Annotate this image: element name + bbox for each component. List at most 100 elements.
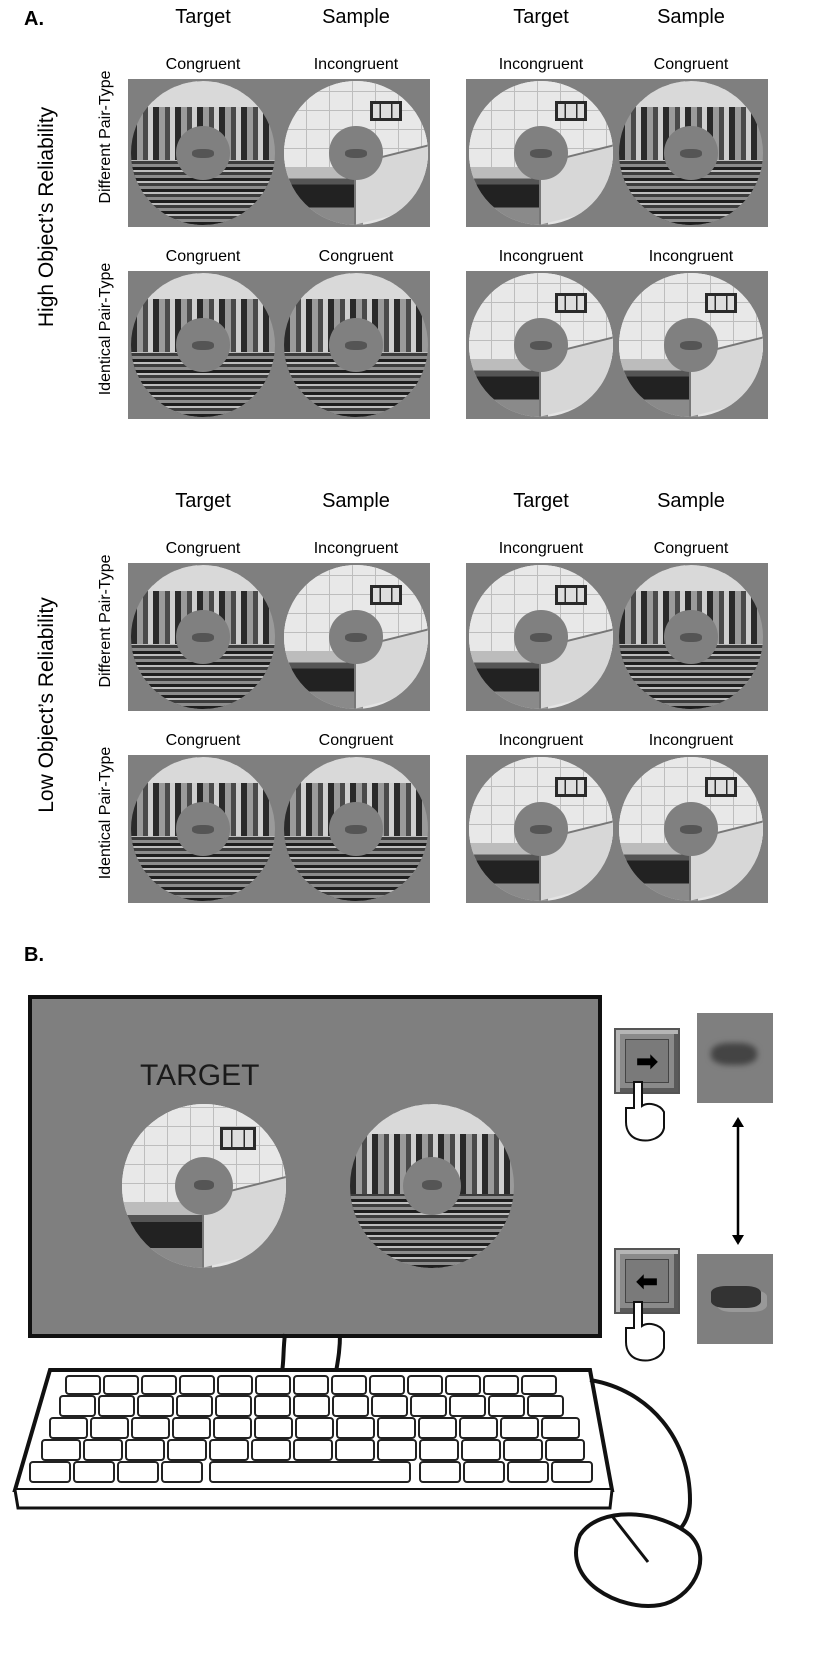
harbor-scene-disc (284, 757, 428, 901)
keyboard-key (296, 1418, 333, 1438)
keyboard-key (142, 1376, 176, 1394)
keyboard-key (446, 1376, 480, 1394)
keyboard-key (522, 1376, 556, 1394)
keyboard-key (138, 1396, 173, 1416)
keyboard-key (508, 1462, 548, 1482)
keyboard-key (552, 1462, 592, 1482)
condition-label: Incongruent (461, 732, 621, 750)
keyboard-key (450, 1396, 485, 1416)
keyboard-key (60, 1396, 95, 1416)
keyboard-key (501, 1418, 538, 1438)
pointing-hand-icon (620, 1298, 670, 1364)
keyboard-key (337, 1418, 374, 1438)
condition-label: Congruent (611, 56, 771, 74)
keyboard-key (84, 1440, 122, 1460)
keyboard-key (252, 1440, 290, 1460)
keyboard-key (42, 1440, 80, 1460)
condition-label: Incongruent (461, 56, 621, 74)
condition-label: Congruent (123, 732, 283, 750)
row-label: Identical Pair-Type (97, 239, 115, 419)
keyboard-keys (30, 1376, 592, 1482)
keyboard-key (333, 1396, 368, 1416)
keyboard-key (255, 1418, 292, 1438)
harbor-scene-disc (350, 1104, 514, 1268)
blurred-object-thumbnail (697, 1013, 773, 1103)
keyboard-key (50, 1418, 87, 1438)
group-label-low: Low Object’s Reliability (35, 545, 59, 865)
kitchen-scene-disc (619, 757, 763, 901)
keyboard-key (104, 1376, 138, 1394)
column-header-target: Target (461, 6, 621, 29)
keyboard-key (332, 1376, 366, 1394)
harbor-scene-disc (619, 565, 763, 709)
condition-label: Congruent (276, 732, 436, 750)
keyboard-key (91, 1418, 128, 1438)
panel-a-label: A. (24, 8, 44, 31)
kitchen-scene-disc (469, 757, 613, 901)
keyboard-key (30, 1462, 70, 1482)
keyboard-key (336, 1440, 374, 1460)
keyboard-key (173, 1418, 210, 1438)
keyboard-spacebar (210, 1462, 410, 1482)
keyboard-key (378, 1418, 415, 1438)
keyboard-key (126, 1440, 164, 1460)
keyboard-key (294, 1440, 332, 1460)
kitchen-scene-disc (284, 565, 428, 709)
harbor-scene-disc (131, 565, 275, 709)
keyboard-key (256, 1376, 290, 1394)
mouse-body (576, 1514, 700, 1606)
target-label: TARGET (140, 1059, 259, 1093)
keyboard-key (66, 1376, 100, 1394)
row-label: Identical Pair-Type (97, 723, 115, 903)
keyboard-key (484, 1376, 518, 1394)
keyboard-key (411, 1396, 446, 1416)
kitchen-scene-disc (619, 273, 763, 417)
condition-label: Incongruent (611, 732, 771, 750)
keyboard-key (464, 1462, 504, 1482)
panel-b-label: B. (24, 944, 44, 967)
column-header-sample: Sample (276, 6, 436, 29)
condition-label: Congruent (611, 540, 771, 558)
kitchen-scene-disc (469, 273, 613, 417)
keyboard-key (99, 1396, 134, 1416)
monitor-screen: TARGET (28, 995, 602, 1338)
keyboard-key (294, 1396, 329, 1416)
double-arrow-icon (728, 1115, 748, 1247)
pointing-hand-icon (620, 1078, 670, 1144)
harbor-scene-disc (131, 81, 275, 225)
keyboard-key (462, 1440, 500, 1460)
keyboard-mouse-illustration (0, 1330, 817, 1662)
keyboard-key (546, 1440, 584, 1460)
keyboard-key (419, 1418, 456, 1438)
harbor-scene-disc (284, 273, 428, 417)
keyboard-key (420, 1440, 458, 1460)
keyboard-key (294, 1376, 328, 1394)
keyboard-key (489, 1396, 524, 1416)
condition-label: Incongruent (461, 540, 621, 558)
kitchen-scene-disc (469, 81, 613, 225)
keyboard-key (162, 1462, 202, 1482)
kitchen-scene-disc (122, 1104, 286, 1268)
keyboard-key (216, 1396, 251, 1416)
column-header-sample: Sample (611, 490, 771, 513)
harbor-scene-disc (131, 757, 275, 901)
keyboard-key (378, 1440, 416, 1460)
keyboard-key (214, 1418, 251, 1438)
column-header-sample: Sample (276, 490, 436, 513)
keyboard-key (177, 1396, 212, 1416)
condition-label: Incongruent (611, 248, 771, 266)
keyboard-key (74, 1462, 114, 1482)
keyboard-key (370, 1376, 404, 1394)
kitchen-scene-disc (469, 565, 613, 709)
keyboard-key (372, 1396, 407, 1416)
keyboard-key (132, 1418, 169, 1438)
group-label-high: High Object’s Reliability (35, 57, 59, 377)
keyboard-key (504, 1440, 542, 1460)
condition-label: Congruent (123, 56, 283, 74)
sharp-object-thumbnail (697, 1254, 773, 1344)
keyboard-key (542, 1418, 579, 1438)
row-label: Different Pair-Type (97, 531, 115, 711)
keyboard-key (528, 1396, 563, 1416)
keyboard-key (180, 1376, 214, 1394)
row-label: Different Pair-Type (97, 47, 115, 227)
